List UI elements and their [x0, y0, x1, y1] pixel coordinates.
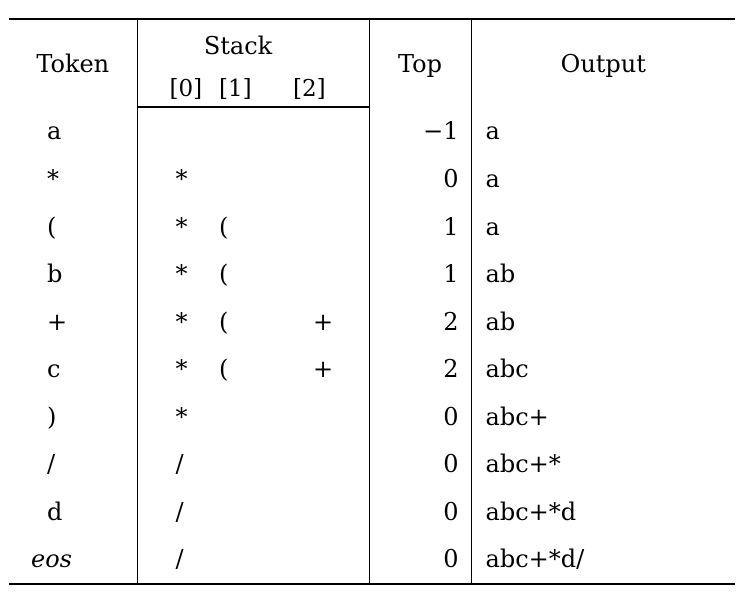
stack-1-cell [209, 156, 287, 204]
output-cell: abc+*d/ [471, 535, 736, 585]
stack-2-cell [287, 393, 370, 441]
output-cell: a [485, 165, 500, 194]
output-cell: abc+ [485, 402, 549, 431]
stack-2-cell [287, 203, 370, 251]
stack-0-cell: * [175, 355, 188, 384]
stack-2-cell [287, 535, 370, 585]
stack-0-cell: * [175, 307, 188, 336]
stack-header: Stack [137, 19, 370, 72]
stack-1-cell: ( [219, 355, 229, 384]
top-cell: 2 [369, 298, 472, 346]
stack-0-cell: * [175, 260, 188, 289]
output-cell: abc+*d [485, 497, 577, 526]
output-header: Output [560, 49, 646, 78]
output-cell: abc [485, 355, 529, 384]
stack-2-cell [287, 250, 370, 298]
top-cell: 0 [369, 393, 472, 441]
stack-1-cell [209, 393, 287, 441]
table-row: c * ( +2 abc [9, 345, 735, 393]
token-cell: + [9, 298, 138, 346]
stack-2-cell [287, 107, 370, 156]
token-header: Token [9, 19, 138, 107]
table-row: + * ( +2 ab [9, 298, 735, 346]
top-cell: 1 [369, 250, 472, 298]
top-cell: 0 [369, 535, 472, 585]
token-cell: b [9, 250, 138, 298]
token-cell: d [9, 488, 138, 536]
top-cell: 0 [369, 155, 472, 203]
token-cell: ( [9, 203, 138, 251]
stack-1-cell: ( [219, 307, 229, 336]
stack-2-cell: + [287, 345, 370, 393]
stack-1-cell [209, 488, 287, 536]
stack-0-cell: * [175, 165, 188, 194]
stack-1-cell [209, 107, 287, 156]
stack-index-0: [0] [137, 72, 209, 108]
table-row: b * (1 ab [9, 250, 735, 298]
stack-1-cell [209, 535, 287, 585]
stack-1-cell: ( [219, 212, 229, 241]
stack-index-2: [2] [287, 72, 370, 108]
top-cell: 1 [369, 203, 472, 251]
stack-index-row: [0] [1] [2] [9, 72, 735, 108]
output-cell: a [485, 117, 500, 146]
top-header: Top [369, 19, 472, 107]
stack-index-1: [1] [209, 72, 287, 108]
stack-1-cell [209, 441, 287, 489]
stack-2-cell [287, 488, 370, 536]
output-cell: abc+* [485, 450, 561, 479]
table-row: ) * 0 abc+ [9, 393, 735, 441]
token-cell: c [9, 345, 138, 393]
top-cell: 0 [369, 488, 472, 536]
stack-0-cell [137, 107, 209, 156]
token-cell: ) [9, 393, 138, 441]
output-cell: ab [485, 260, 516, 289]
output-cell: ab [485, 307, 516, 336]
stack-1-cell: ( [219, 260, 229, 289]
stack-0-cell: / [175, 497, 184, 526]
stack-2-cell: + [287, 298, 370, 346]
top-cell: 0 [369, 440, 472, 488]
table-row: d / 0 abc+*d [9, 488, 735, 536]
output-cell: a [485, 212, 500, 241]
table-row: a −1 a [9, 107, 735, 156]
stack-2-cell [287, 155, 370, 203]
token-cell: * [9, 155, 138, 203]
token-cell: eos [9, 535, 138, 585]
top-cell: 2 [369, 345, 472, 393]
table-row: / / 0 abc+* [9, 440, 735, 489]
token-cell: a [9, 107, 138, 156]
stack-0-cell: / [137, 535, 209, 585]
stack-0-cell: / [175, 450, 184, 479]
header-row: Token Stack Top Output [9, 19, 736, 107]
stack-0-cell: * [175, 212, 188, 241]
stack-2-cell [287, 440, 370, 488]
token-cell: / [9, 440, 138, 488]
top-cell: −1 [369, 107, 472, 156]
stack-0-cell: * [175, 402, 188, 431]
